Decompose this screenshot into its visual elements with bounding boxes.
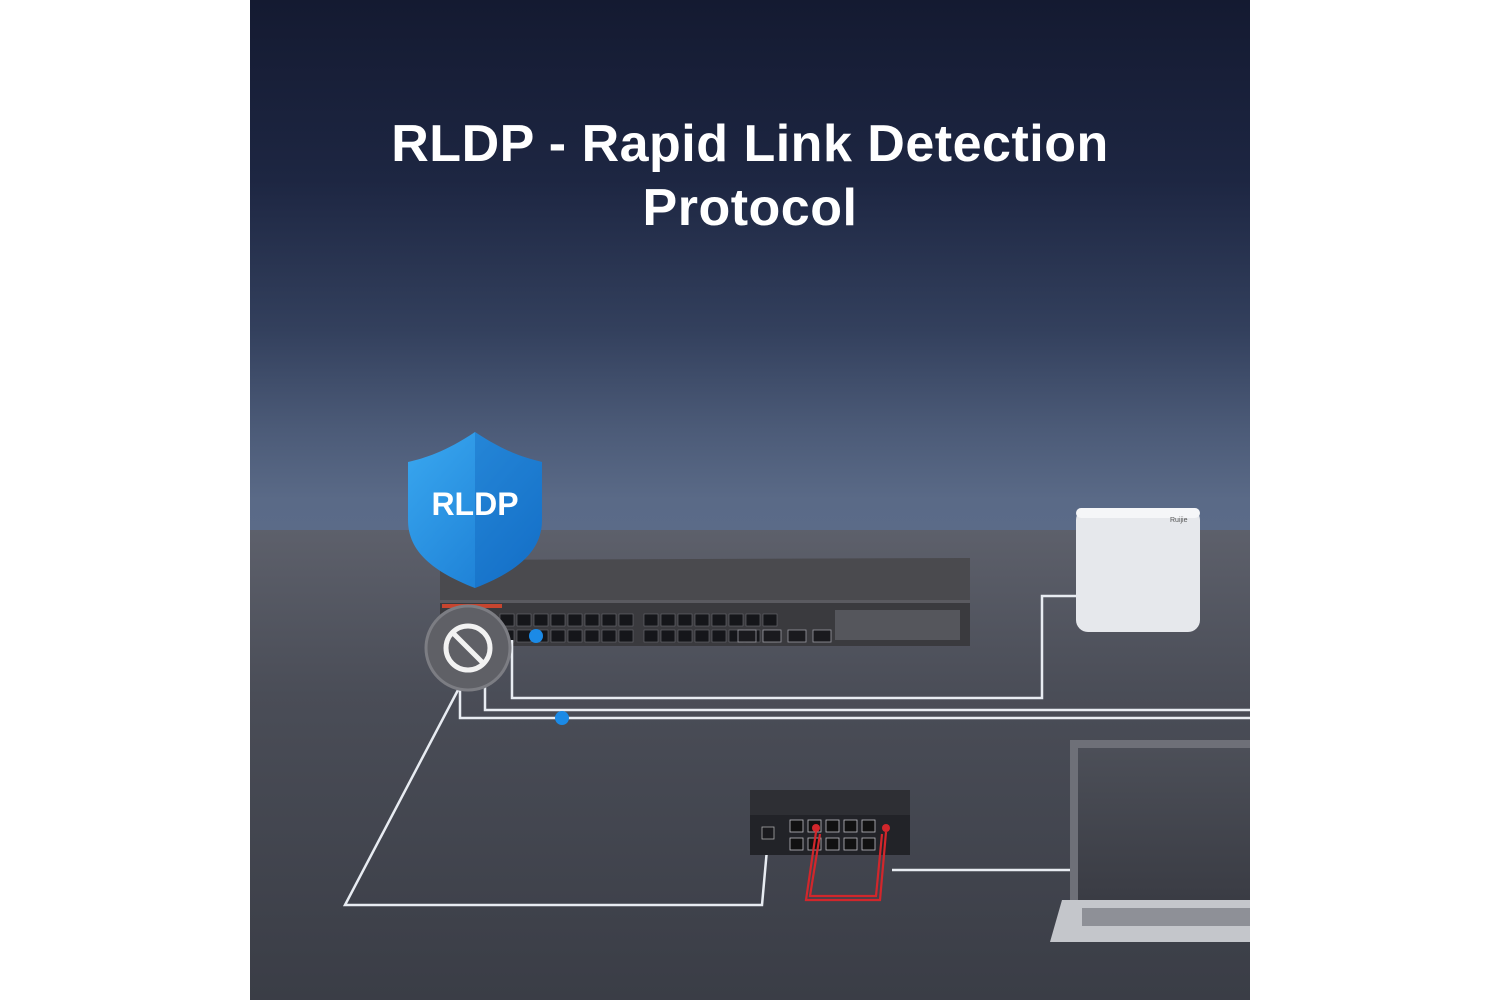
switch-port	[533, 613, 549, 627]
switch-port	[584, 629, 600, 643]
switch-port	[711, 629, 727, 643]
access-point: Ruijie	[1076, 508, 1200, 632]
switch-port	[762, 613, 778, 627]
packet-dot	[529, 629, 543, 643]
switch-vent	[835, 610, 960, 640]
edge-switch-port	[843, 819, 858, 833]
laptop	[1050, 740, 1250, 942]
sfp-port	[737, 629, 757, 643]
switch-port	[618, 629, 634, 643]
switch-port	[660, 613, 676, 627]
title-line-1: RLDP - Rapid Link Detection	[391, 115, 1109, 173]
network-scene: Ruijie RLDP	[250, 432, 1250, 1000]
switch-port	[550, 613, 566, 627]
switch-port	[694, 629, 710, 643]
edge-switch-port	[789, 837, 804, 851]
shield-icon: RLDP	[408, 432, 542, 588]
switch-port	[584, 613, 600, 627]
edge-switch-port	[825, 819, 840, 833]
loop-cable	[804, 831, 888, 902]
sfp-port	[812, 629, 832, 643]
loop-port-left	[812, 824, 820, 832]
switch-port	[643, 629, 659, 643]
ap-brand-label: Ruijie	[1170, 517, 1188, 524]
switch-port	[567, 629, 583, 643]
switch-port	[516, 613, 532, 627]
blocked-icon	[424, 604, 512, 692]
switch-port	[677, 629, 693, 643]
switch-port	[550, 629, 566, 643]
switch-port	[567, 613, 583, 627]
switch-port	[677, 613, 693, 627]
edge-switch	[750, 790, 910, 855]
sfp-ports	[737, 629, 832, 643]
page-title: RLDP - Rapid Link Detection Protocol	[250, 112, 1250, 240]
edge-switch-port	[861, 819, 876, 833]
edge-switch-port	[843, 837, 858, 851]
switch-port	[601, 629, 617, 643]
edge-switch-port	[861, 837, 876, 851]
switch-port	[601, 613, 617, 627]
edge-switch-port	[825, 837, 840, 851]
loop-port-right	[882, 824, 890, 832]
packet-dot	[555, 711, 569, 725]
shield-label: RLDP	[431, 486, 518, 522]
rldp-illustration: RLDP - Rapid Link Detection Protocol	[250, 0, 1250, 1000]
switch-port	[694, 613, 710, 627]
title-line-2: Protocol	[642, 179, 858, 237]
sfp-port	[787, 629, 807, 643]
switch-port	[711, 613, 727, 627]
switch-port	[618, 613, 634, 627]
core-switch	[440, 558, 970, 646]
switch-port	[728, 613, 744, 627]
switch-port	[516, 629, 532, 643]
switch-port	[643, 613, 659, 627]
switch-port	[660, 629, 676, 643]
switch-port	[745, 613, 761, 627]
edge-switch-port	[789, 819, 804, 833]
sfp-port	[762, 629, 782, 643]
